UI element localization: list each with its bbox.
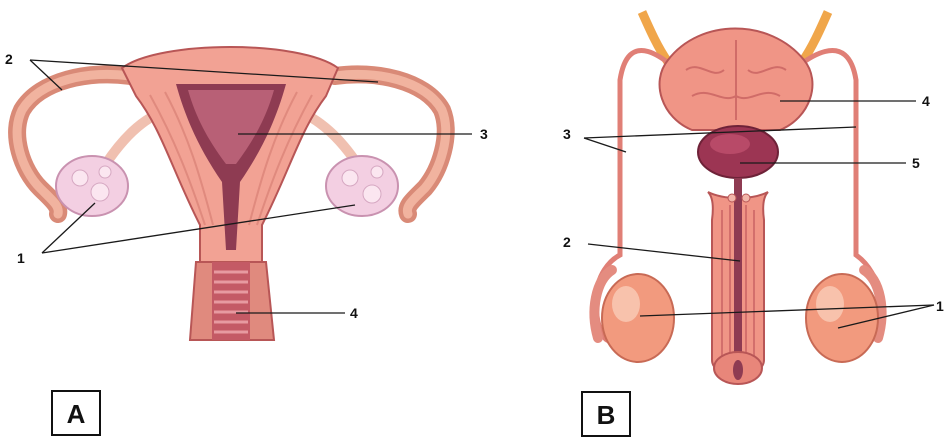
panel-a-female-illustration [17,47,446,340]
right-testis [806,274,878,362]
right-ovary-follicle [342,170,358,186]
label-b-4: 4 [922,93,930,109]
label-a-1: 1 [17,250,25,266]
label-b-5: 5 [912,155,920,171]
bulbourethral-gland [728,194,736,202]
prostate-highlight [710,134,750,154]
left-ovary-follicle [99,166,111,178]
left-testis-highlight [612,286,640,322]
right-ovary [326,156,398,216]
left-ovary-follicle [91,183,109,201]
label-a-3: 3 [480,126,488,142]
label-b-1: 1 [936,298,944,314]
right-testis-highlight [816,286,844,322]
left-testis [602,274,674,362]
urethra [734,178,742,368]
panel-a-letter: A [67,399,86,429]
bulbourethral-gland [742,194,750,202]
left-ovary-follicle [72,170,88,186]
right-ovary-follicle [371,166,383,178]
label-b-2: 2 [563,234,571,250]
right-ovary-follicle [363,185,381,203]
vaginal-rugae [214,272,248,332]
urethral-opening [733,360,743,380]
label-b-3: 3 [563,126,571,142]
panel-b-letter: B [597,400,616,430]
label-a-2: 2 [5,51,13,67]
leader-line-b1-left [640,305,934,316]
left-ovarian-ligament [105,118,150,165]
label-a-4: 4 [350,305,358,321]
left-ovary [56,156,128,216]
